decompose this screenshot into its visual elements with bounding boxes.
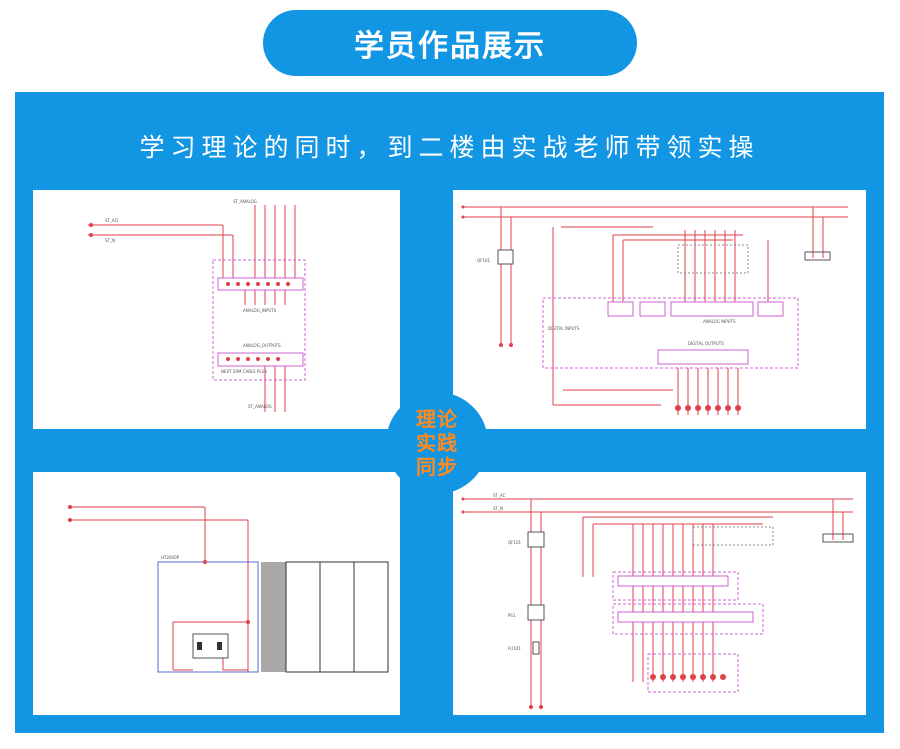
label-st-n-br: ST_N bbox=[493, 506, 503, 511]
label-digital-inputs: DIGITAL INPUTS bbox=[548, 326, 580, 331]
label-analog-inputs: ANALOG_INPUTS bbox=[243, 308, 277, 313]
page-title: 学员作品展示 bbox=[263, 10, 637, 76]
label-analog-outputs: ANALOG_OUTPUTS bbox=[243, 343, 281, 348]
label-st-analog-bottom: ST_ANALOG bbox=[248, 404, 272, 409]
schematic-bottom-right: ST_AC ST_N QF101 PS1 FU101 bbox=[461, 493, 854, 709]
badge-line-1: 理论 bbox=[416, 407, 458, 431]
schematic-card-bottom-left: HT2000P bbox=[33, 472, 400, 715]
banner-subtitle: 学习理论的同时，到二楼由实战老师带领实操 bbox=[139, 133, 760, 162]
schematic-bottom-left: HT2000P bbox=[68, 505, 389, 673]
label-fu101: FU101 bbox=[508, 646, 521, 651]
label-st-n: ST_N bbox=[105, 238, 115, 243]
badge-line-3: 同步 bbox=[416, 455, 458, 479]
label-analog-inputs-tr: ANALOG INPUTS bbox=[703, 319, 736, 324]
schematic-top-right: QF101 DIGITAL OUTPUTS ANALOG INPUTS DIGI… bbox=[461, 205, 848, 415]
label-digital-outputs: DIGITAL OUTPUTS bbox=[688, 341, 724, 346]
schematic-top-left: ST_AI1 ST_N ST_ANALOG ANALOG_INPUTS ANAL… bbox=[88, 199, 306, 412]
theory-practice-badge: 理论 实践 同步 bbox=[386, 392, 488, 494]
schematic-card-top-right: QF101 DIGITAL OUTPUTS ANALOG INPUTS DIGI… bbox=[453, 190, 866, 429]
schematic-card-bottom-right: ST_AC ST_N QF101 PS1 FU101 bbox=[453, 472, 866, 715]
label-qf101: QF101 bbox=[477, 258, 491, 263]
label-ps1: PS1 bbox=[508, 613, 516, 618]
label-ht2000p: HT2000P bbox=[161, 555, 180, 560]
showcase-panel: 学习理论的同时，到二楼由实战老师带领实操 bbox=[15, 92, 884, 733]
label-st-analog: ST_ANALOG bbox=[233, 199, 257, 204]
label-st-ai1: ST_AI1 bbox=[105, 218, 119, 223]
label-st-ac: ST_AC bbox=[493, 493, 506, 498]
label-qf101-br: QF101 bbox=[508, 540, 522, 545]
label-cable: NEXT 20M CABLE PLUS bbox=[221, 369, 267, 374]
schematic-card-top-left: ST_AI1 ST_N ST_ANALOG ANALOG_INPUTS ANAL… bbox=[33, 190, 400, 429]
badge-line-2: 实践 bbox=[416, 431, 458, 455]
